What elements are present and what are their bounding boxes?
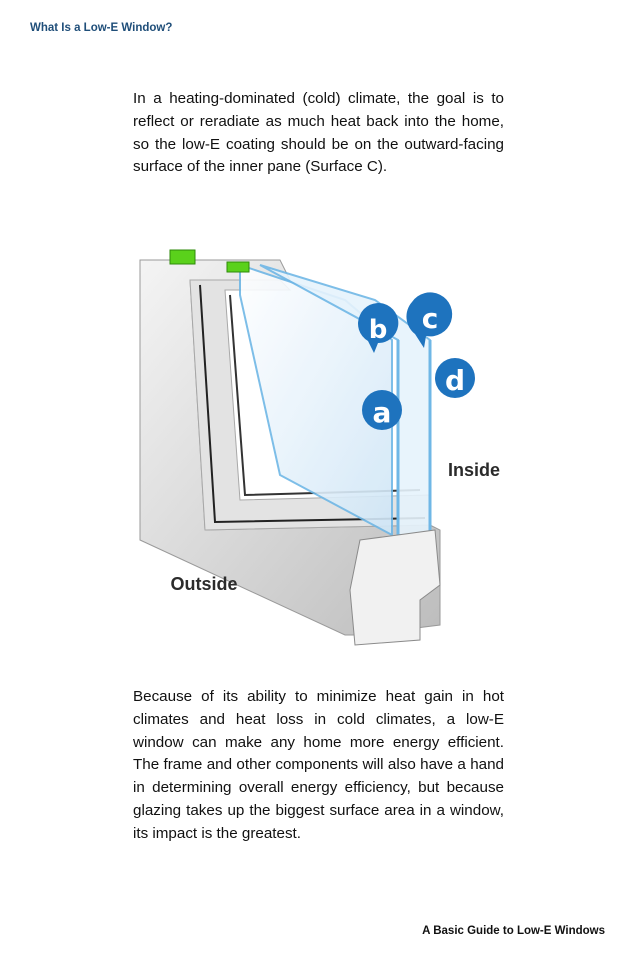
intro-paragraph: In a heating-dominated (cold) climate, t… <box>133 90 504 176</box>
surface-a-label: a <box>362 390 402 430</box>
surface-a-text: a <box>373 396 392 429</box>
surface-c-label: c <box>406 292 453 348</box>
surface-d-label: d <box>435 358 475 398</box>
footer-title: A Basic Guide to Low-E Windows <box>422 925 605 937</box>
inside-label: Inside <box>448 460 500 480</box>
window-diagram: b c a d Inside Outside <box>139 249 500 646</box>
body-paragraph: Because of its ability to minimize heat … <box>133 688 504 842</box>
surface-c-text: c <box>422 302 439 335</box>
window-cross-section-figure: b c a d Inside Outside <box>130 240 510 660</box>
header-title: What Is a Low-E Window? <box>30 22 173 34</box>
surface-b-label: b <box>358 303 399 353</box>
bottom-profile <box>349 529 441 646</box>
insulation-top <box>169 249 196 265</box>
outside-label: Outside <box>170 574 237 594</box>
surface-d-text: d <box>445 364 465 397</box>
insulation-top-2 <box>226 261 250 273</box>
gasket-line <box>199 284 426 524</box>
surface-b-text: b <box>369 315 388 345</box>
